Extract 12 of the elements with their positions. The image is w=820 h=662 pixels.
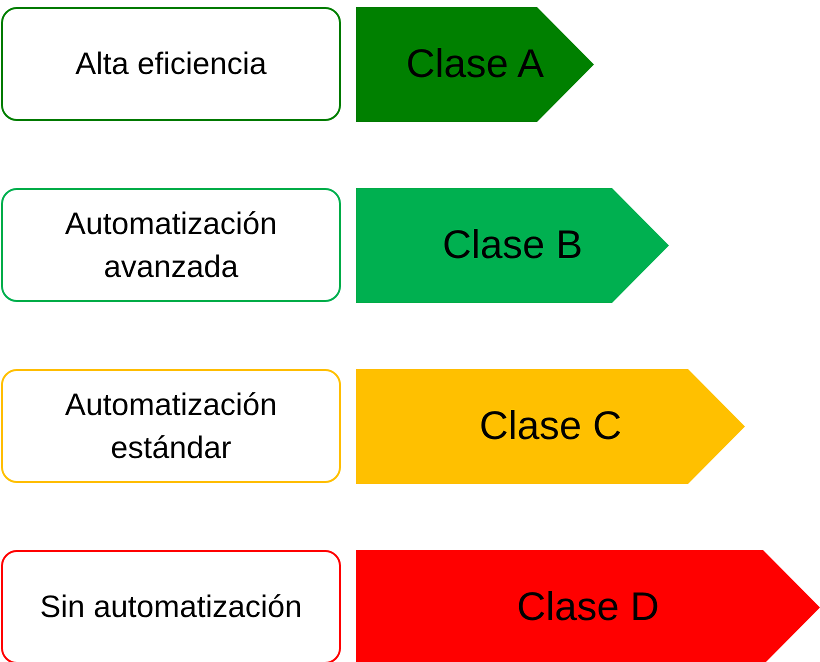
class-label: Clase D [516,585,660,630]
class-label: Clase A [406,42,544,87]
level-label: Automatización avanzada [64,204,278,286]
level-box [1,550,341,662]
level-box [1,7,341,121]
level-label: Automatización estándar [64,386,278,467]
class-label: Clase B [442,223,583,268]
level-label: Alta eficiencia [75,45,267,84]
level-box [1,369,341,483]
class-label: Clase C [479,404,622,449]
level-box [1,188,341,302]
level-label: Sin automatización [40,588,302,626]
